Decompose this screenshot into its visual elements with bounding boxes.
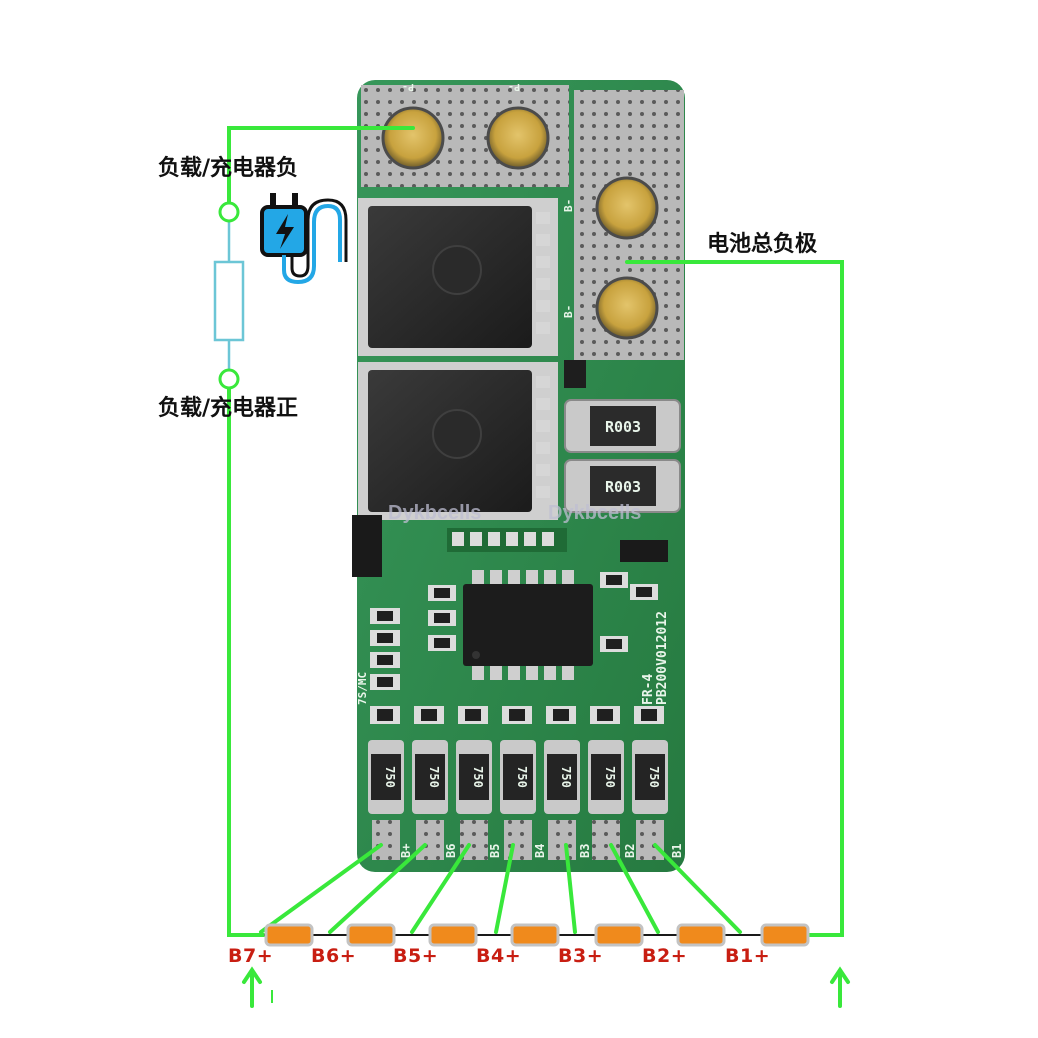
battery-cell xyxy=(594,923,644,947)
tap-label-b4: B4+ xyxy=(476,945,522,967)
mosfet-upper xyxy=(358,198,558,356)
sense-resistor-2: R003 xyxy=(564,459,681,513)
balance-pad-row xyxy=(372,820,664,860)
battery-cell xyxy=(346,923,396,947)
balance-lead-wire xyxy=(410,843,471,934)
pad-label: B4 xyxy=(533,844,547,858)
pad-label: B2 xyxy=(623,844,637,858)
tap-label-b7: B7+ xyxy=(228,945,274,967)
terminal-positive-icon xyxy=(218,368,240,390)
load-charger-negative-label: 负载/充电器负 xyxy=(158,156,299,181)
balance-lead-wire xyxy=(653,843,742,934)
pcb-board: R003 R003 xyxy=(352,80,685,872)
tap-label-b2: B2+ xyxy=(642,945,688,967)
balance-pad xyxy=(416,820,444,860)
balance-lead-wire xyxy=(564,843,577,934)
mosfet-lower xyxy=(358,362,558,520)
tap-label-b6: B6+ xyxy=(311,945,357,967)
pad-label: B5 xyxy=(488,844,502,858)
p-minus-screw-hole xyxy=(381,106,445,170)
b-minus-mark: B- xyxy=(562,305,575,318)
balance-resistor: 750 xyxy=(412,740,448,814)
board-material: FR-4 xyxy=(641,674,656,705)
board-model: PB200V012012 xyxy=(655,611,670,705)
balance-lead-wire xyxy=(328,843,427,934)
transistor-package xyxy=(620,540,668,562)
balance-lead-wire xyxy=(609,843,660,934)
tap-label-b5: B5+ xyxy=(393,945,439,967)
smd-cluster-left xyxy=(370,585,456,690)
battery-total-negative-label: 电池总负极 xyxy=(707,232,818,257)
sense-resistor-code: R003 xyxy=(605,418,641,436)
balance-resistor: 750 xyxy=(368,740,404,814)
load-charger-positive-label: 负载/充电器正 xyxy=(158,396,299,421)
pad-label: B3 xyxy=(578,844,592,858)
sense-resistor-1: R003 xyxy=(564,399,681,453)
balance-resistor: 750 xyxy=(544,740,580,814)
b-minus-screw-hole xyxy=(595,276,659,340)
balance-pad xyxy=(548,820,576,860)
balance-resistor-code: 750 xyxy=(427,766,441,788)
board-side-mark: 7S/MC xyxy=(356,672,369,705)
watermark: Dykbcells xyxy=(548,502,642,524)
battery-cell xyxy=(428,923,478,947)
small-resistor-row xyxy=(370,706,664,724)
balance-resistor-code: 750 xyxy=(647,766,661,788)
pad-label: B1 xyxy=(670,844,684,858)
up-arrow-right xyxy=(830,966,850,1008)
terminal-negative-icon xyxy=(218,201,240,223)
side-connector xyxy=(352,515,382,577)
balance-pad xyxy=(372,820,400,860)
balance-resistor: 750 xyxy=(588,740,624,814)
sense-resistor-code: R003 xyxy=(605,478,641,496)
balance-resistor: 750 xyxy=(456,740,492,814)
load-positive-wire xyxy=(227,383,267,937)
b-minus-mark: B- xyxy=(562,199,575,212)
p-minus-screw-hole xyxy=(486,106,550,170)
balance-resistor-code: 750 xyxy=(603,766,617,788)
charger-plug-icon xyxy=(260,193,348,285)
balance-lead-wire xyxy=(259,843,383,934)
balance-lead-wire xyxy=(494,843,515,934)
balance-resistor: 750 xyxy=(632,740,668,814)
balance-resistor: 750 xyxy=(500,740,536,814)
component-pad-row xyxy=(447,528,567,552)
load-negative-wire xyxy=(227,126,415,207)
tap-label-b3: B3+ xyxy=(558,945,604,967)
load-symbol xyxy=(213,201,245,390)
balance-pad xyxy=(636,820,664,860)
smd-cluster-right xyxy=(600,572,658,652)
small-component xyxy=(564,360,586,388)
battery-negative-wire xyxy=(625,260,844,937)
balance-pad xyxy=(504,820,532,860)
pad-label: B6 xyxy=(444,844,458,858)
bms-ic xyxy=(463,570,593,680)
balance-resistor-row: 750 750 750 750 750 xyxy=(368,740,668,814)
balance-resistor-code: 750 xyxy=(471,766,485,788)
up-arrow-left xyxy=(242,966,262,1008)
load-resistor-icon xyxy=(213,260,245,342)
tap-label-b1: B1+ xyxy=(725,945,771,967)
watermark: Dykbcells xyxy=(388,502,482,524)
battery-cell xyxy=(510,923,560,947)
battery-cell xyxy=(760,923,810,947)
battery-cells xyxy=(264,923,810,947)
balance-resistor-code: 750 xyxy=(559,766,573,788)
balance-resistor-code: 750 xyxy=(515,766,529,788)
p-minus-mark: P- xyxy=(508,81,520,92)
battery-cell xyxy=(676,923,726,947)
b-minus-screw-hole xyxy=(595,176,659,240)
battery-cell xyxy=(264,923,314,947)
balance-resistor-code: 750 xyxy=(383,766,397,788)
pad-label: B+ xyxy=(399,844,413,858)
p-minus-mark: P- xyxy=(402,81,414,92)
